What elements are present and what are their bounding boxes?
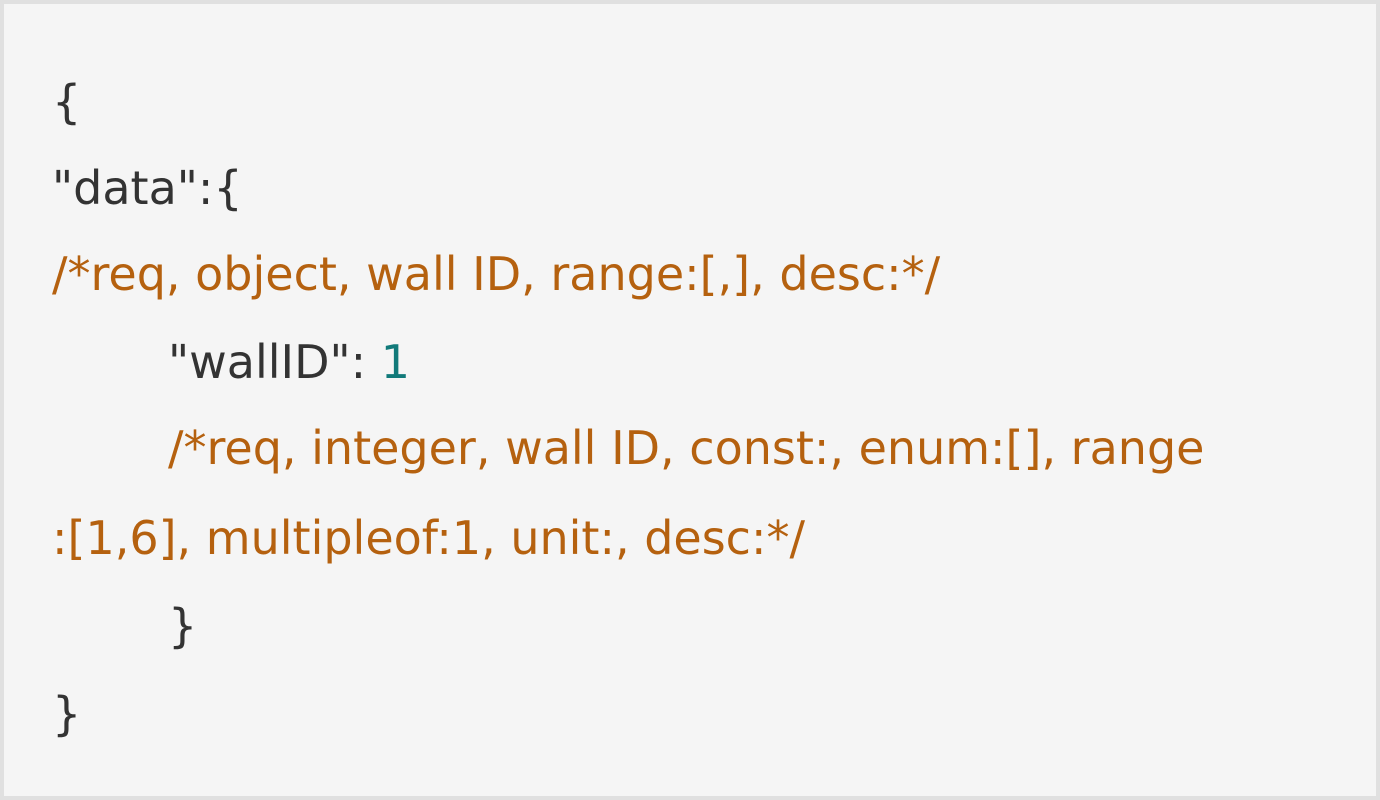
code-line-data-comment: /*req, object, wall ID, range:[,], desc:…: [52, 247, 941, 301]
wallid-key: "wallID":: [168, 335, 381, 389]
code-line-close-brace-inner: }: [168, 599, 198, 653]
code-line-close-brace-outer: }: [52, 687, 82, 741]
code-line-open-brace: {: [52, 75, 82, 129]
code-line-wallid: "wallID": 1: [168, 332, 410, 392]
wallid-value: 1: [380, 335, 411, 389]
code-line-data-key: "data":{: [52, 161, 243, 215]
code-line-wallid-comment-cont: :[1,6], multipleof:1, unit:, desc:*/: [52, 511, 805, 565]
code-line-wallid-comment: /*req, integer, wall ID, const:, enum:[]…: [168, 421, 1205, 475]
